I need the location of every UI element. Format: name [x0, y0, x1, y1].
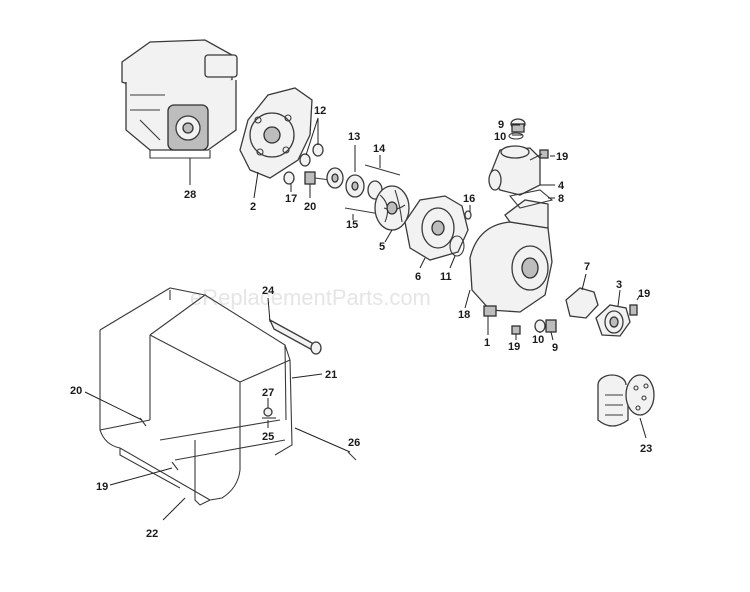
strainer-part — [597, 374, 655, 427]
frame-part — [99, 287, 293, 506]
gasket-part — [508, 189, 554, 209]
part-label-22: 22 — [146, 528, 158, 540]
bolt-part — [304, 171, 331, 185]
part-label-17: 17 — [285, 193, 297, 205]
part-label-5: 5 — [379, 241, 385, 253]
rubber-mount-part — [262, 407, 276, 419]
part-label-8: 8 — [558, 193, 564, 205]
part-label-13: 13 — [348, 131, 360, 143]
part-number-labels: 28 2 17 20 12 13 14 15 5 6 16 11 9 10 19… — [70, 105, 652, 540]
part-label-3: 3 — [616, 279, 622, 291]
suction-fitting-part — [595, 304, 631, 337]
pump-casing-part — [469, 199, 553, 317]
washer-part — [534, 319, 546, 333]
part-label-20: 20 — [304, 201, 316, 213]
shaft-sleeve-part — [344, 207, 381, 215]
part-label-6: 6 — [415, 271, 421, 283]
mechanical-seal-part — [326, 167, 383, 200]
volute-cover-part — [404, 195, 469, 261]
part-label-21: 21 — [325, 369, 337, 381]
shaft-key-part — [364, 164, 401, 176]
plug-part — [508, 118, 526, 140]
part-label-10: 10 — [532, 334, 544, 346]
bolt-part — [171, 461, 179, 471]
bolt-part — [511, 325, 521, 335]
part-label-14: 14 — [373, 143, 386, 155]
part-label-19: 19 — [556, 151, 568, 163]
bracket-plate-part — [239, 87, 313, 179]
part-label-18: 18 — [458, 309, 470, 321]
drain-plug-part — [545, 319, 557, 333]
o-ring-part — [449, 235, 465, 257]
discharge-elbow-part — [488, 145, 541, 196]
part-label-24: 24 — [262, 285, 275, 297]
pipe-part — [268, 318, 322, 355]
nut-part — [464, 210, 472, 220]
bolt-part — [529, 149, 549, 161]
part-label-19: 19 — [638, 288, 650, 300]
part-label-15: 15 — [346, 219, 358, 231]
bolt-part — [629, 304, 638, 316]
part-label-1: 1 — [484, 337, 490, 349]
part-label-12: 12 — [314, 105, 326, 117]
part-label-9: 9 — [498, 119, 504, 131]
washer-part — [283, 171, 295, 185]
part-label-27: 27 — [262, 387, 274, 399]
part-label-19: 19 — [96, 481, 108, 493]
suction-gasket-part — [565, 287, 599, 319]
part-label-20: 20 — [70, 385, 82, 397]
part-label-7: 7 — [584, 261, 590, 273]
part-label-26: 26 — [348, 437, 360, 449]
washer-part — [299, 143, 324, 167]
part-label-23: 23 — [640, 443, 652, 455]
engine-part — [121, 39, 238, 159]
part-label-11: 11 — [440, 271, 452, 283]
leader-lines — [84, 117, 647, 521]
part-label-28: 28 — [184, 189, 196, 201]
impeller-part — [374, 185, 410, 231]
bolt-part — [347, 451, 357, 461]
part-label-16: 16 — [463, 193, 475, 205]
part-label-4: 4 — [558, 180, 565, 192]
part-label-2: 2 — [250, 201, 256, 213]
part-label-25: 25 — [262, 431, 274, 443]
part-label-9: 9 — [552, 342, 558, 354]
watermark-text: eReplacementParts.com — [190, 285, 431, 310]
part-label-10: 10 — [494, 131, 506, 143]
part-label-19: 19 — [508, 341, 520, 353]
